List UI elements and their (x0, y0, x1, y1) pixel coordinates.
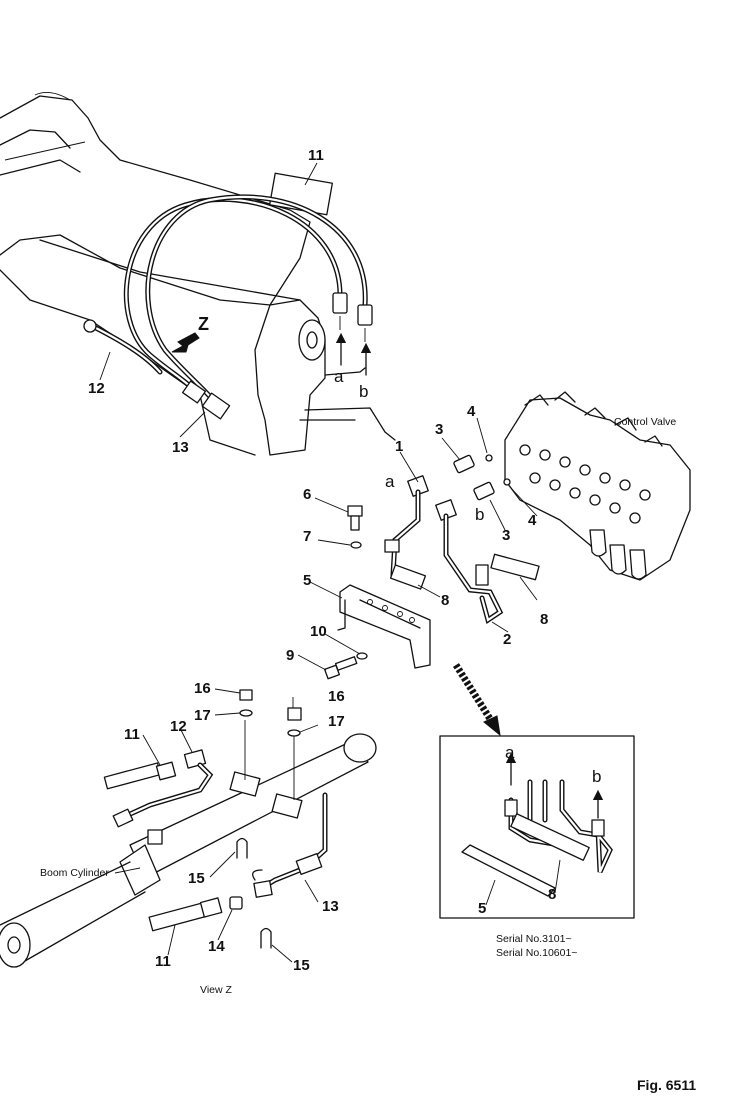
washer-17-right (287, 729, 301, 737)
clamp-8-right (490, 553, 540, 581)
serial-number-2: Serial No.10601~ (496, 947, 577, 959)
boom-cylinder (0, 733, 377, 968)
callout-8-right: 8 (540, 611, 548, 628)
nut-16-left (239, 689, 253, 701)
hose-12-left (112, 749, 214, 828)
callout-10: 10 (310, 623, 327, 640)
callout-3-upper: 3 (435, 421, 443, 438)
callout-15-upper: 15 (188, 870, 205, 887)
callout-15-lower: 15 (293, 957, 310, 974)
callout-17-right: 17 (328, 713, 345, 730)
inset-callout-8: 8 (548, 886, 556, 903)
callout-4-lower: 4 (528, 512, 537, 529)
fitting-14 (229, 896, 243, 910)
serial-number-1: Serial No.3101~ (496, 933, 572, 945)
clamp-8-left (389, 564, 427, 590)
leader-lines-upper (99, 162, 538, 671)
hose-13-lower (252, 792, 328, 898)
callout-z: Z (198, 314, 209, 334)
callout-4-upper: 4 (467, 403, 476, 420)
leader-lines-lower (114, 688, 319, 963)
callout-13-lower: 13 (322, 898, 339, 915)
nut-16-right (287, 707, 302, 721)
callout-a-mid: a (385, 472, 395, 491)
view-z-label: View Z (200, 984, 232, 996)
z-direction-arrow (171, 332, 200, 353)
bracket-5 (337, 584, 431, 669)
elbow-3-upper (453, 454, 475, 474)
callout-6: 6 (303, 486, 311, 503)
inset-box (439, 735, 635, 919)
callout-5: 5 (303, 572, 311, 589)
ubolt-15-upper (236, 837, 248, 859)
boom-cylinder-label: Boom Cylinder (40, 867, 109, 879)
boom-pin-bracket (254, 299, 396, 456)
callout-16-right: 16 (328, 688, 345, 705)
callout-7: 7 (303, 528, 311, 545)
oring-4-lower (503, 478, 511, 486)
callout-9: 9 (286, 647, 294, 664)
callout-b-top: b (359, 382, 368, 401)
hose-11-left (103, 761, 177, 790)
control-valve (504, 391, 691, 581)
callout-a-top: a (334, 367, 344, 386)
inset-callout-a: a (505, 743, 515, 762)
callout-11-bottom: 11 (155, 953, 171, 970)
bracket-plate-left (229, 771, 261, 797)
callout-11-top: 11 (308, 147, 324, 164)
hose-12-13-upper (83, 319, 231, 420)
inset-pointer-arrow (453, 663, 501, 737)
callout-14: 14 (208, 938, 225, 955)
upper-hose-11 (123, 194, 373, 405)
callout-b-mid: b (475, 505, 484, 524)
bolt-9 (324, 656, 358, 680)
figure-number: Fig. 6511 (637, 1077, 696, 1093)
callout-13-top: 13 (172, 439, 189, 456)
callout-2: 2 (503, 631, 511, 648)
callout-12-top: 12 (88, 380, 105, 397)
washer-7 (350, 541, 362, 549)
inset-leaders (485, 859, 561, 906)
inset-callout-5: 5 (478, 900, 486, 917)
tube-1 (384, 475, 429, 578)
callout-12-left: 12 (170, 718, 187, 735)
callout-17-left: 17 (194, 707, 211, 724)
elbow-3-lower (473, 481, 495, 501)
callout-3-lower: 3 (502, 527, 510, 544)
hose-11-bottom (148, 897, 223, 932)
callout-16-left: 16 (194, 680, 211, 697)
bolt-6 (347, 505, 363, 531)
inset-callout-b: b (592, 767, 601, 786)
callout-8-left: 8 (441, 592, 449, 609)
tube-2 (435, 499, 504, 625)
ubolt-15-lower (260, 927, 272, 949)
callout-1: 1 (395, 438, 403, 455)
control-valve-label: Control Valve (614, 416, 676, 428)
labels: 11 Z a b 12 13 1 3 4 Control Valve a b 3… (40, 147, 696, 1093)
oring-4-upper (485, 454, 493, 462)
washer-10 (356, 652, 368, 660)
callout-11-left: 11 (124, 726, 140, 743)
washer-17-left (239, 709, 253, 717)
